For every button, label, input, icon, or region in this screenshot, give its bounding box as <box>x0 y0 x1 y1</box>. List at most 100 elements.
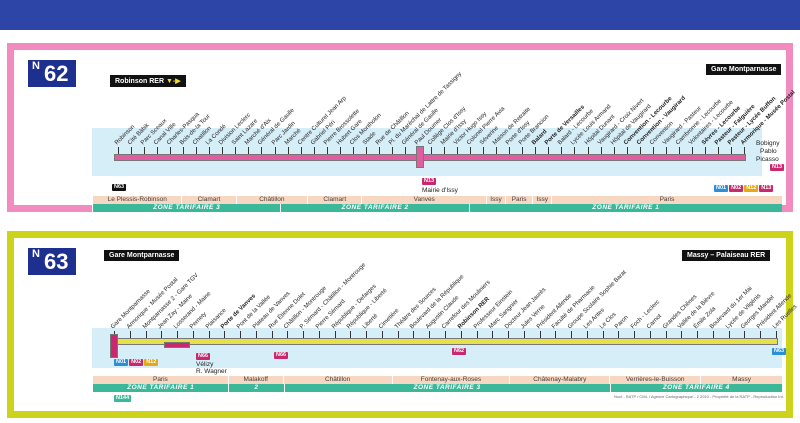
n62-terminus-left[interactable]: Robinson RER ▼-▶ <box>110 75 186 87</box>
commune-zone: Châtillon <box>282 376 392 384</box>
route-background <box>92 328 782 368</box>
station-tick <box>391 147 393 154</box>
tarif-zone: ZONE TARIFAIRE 1 <box>468 204 782 212</box>
badge-number: 62 <box>44 61 69 86</box>
tarif-zone: ZONE TARIFAIRE 4 <box>609 384 782 392</box>
station-tick <box>274 147 276 154</box>
station-tick <box>365 147 367 154</box>
station-tick <box>483 147 485 154</box>
station-tick <box>652 147 654 154</box>
station-tick <box>523 331 525 338</box>
connection-tag[interactable]: N144 <box>114 395 132 402</box>
station-tick <box>760 331 762 338</box>
station-tick <box>209 147 211 154</box>
n63-terminus-left[interactable]: Gare Montparnasse <box>104 250 180 261</box>
station-tick <box>561 147 563 154</box>
station-tick <box>350 331 352 338</box>
station-tick <box>404 147 406 154</box>
station-tick <box>744 147 745 154</box>
station-tick <box>460 331 462 338</box>
station-tick <box>587 147 589 154</box>
station-tick <box>397 331 399 338</box>
tarif-zone: 2 <box>228 384 284 392</box>
commune-zone: Verrières-le-Buisson <box>609 376 701 384</box>
n63-mid-tag[interactable]: N66 <box>274 352 289 359</box>
station-tick <box>539 331 541 338</box>
station-tick <box>271 331 273 338</box>
station-tick <box>326 147 328 154</box>
station-tick <box>222 147 224 154</box>
station-tick <box>776 331 777 338</box>
station-tick <box>129 331 131 338</box>
commune-zone: Paris <box>551 196 782 204</box>
station-tick <box>744 331 746 338</box>
station-tick <box>235 147 237 154</box>
connection-tag[interactable]: N01 <box>114 359 129 366</box>
station-tick <box>248 147 250 154</box>
n63-branch-tag[interactable]: N66 <box>196 353 211 360</box>
n63-robinson-tag[interactable]: N62 <box>452 348 467 355</box>
commune-zone: Issy <box>486 196 505 204</box>
station-tick <box>161 331 163 338</box>
n62-right-tag[interactable]: N13 <box>770 164 785 171</box>
commune-zone: Vanves <box>361 196 487 204</box>
connection-tag[interactable]: N12 <box>144 359 159 366</box>
n63-terminus-right[interactable]: Massy – Palaiseau RER <box>682 250 771 261</box>
station-tick <box>574 147 576 154</box>
n62-branch-tag[interactable]: N13 <box>422 178 437 185</box>
commune-zone: Paris <box>92 376 228 384</box>
station-tick <box>691 147 693 154</box>
tarif-zone: ZONE TARIFAIRE 1 <box>92 384 229 392</box>
connection-tag[interactable]: N12 <box>744 185 759 192</box>
station-tick <box>339 147 341 154</box>
commune-zone: Issy <box>532 196 552 204</box>
n62-connection-tag[interactable]: N63 <box>112 184 127 191</box>
n63-right-tag[interactable]: N63 <box>772 348 787 355</box>
station-tick <box>334 331 336 338</box>
station-tick <box>444 147 446 154</box>
station-tick <box>183 147 185 154</box>
station-tick <box>626 147 628 154</box>
n63-branch-label-1: Vélizy <box>196 361 214 368</box>
station-tick <box>717 147 719 154</box>
station-tick <box>192 331 194 338</box>
connection-tag[interactable]: N13 <box>759 185 774 192</box>
commune-zone: Massy <box>700 376 782 384</box>
station-tick <box>177 331 179 338</box>
n62-terminus-right[interactable]: Gare Montparnasse <box>706 64 782 75</box>
commune-zone: Le Plessis-Robinson <box>92 196 182 204</box>
n62-right-label-3: Picasso <box>756 156 779 163</box>
connection-tag[interactable]: N02 <box>729 185 744 192</box>
station-tick <box>287 147 289 154</box>
station-tick <box>144 147 146 154</box>
station-tick <box>586 331 588 338</box>
station-tick <box>535 147 537 154</box>
station-tick <box>665 331 667 338</box>
station-tick <box>261 147 263 154</box>
n62-right-label-1: Bobigny <box>756 140 780 147</box>
station-tick <box>613 147 615 154</box>
station-tick <box>571 331 573 338</box>
station-tick <box>728 331 730 338</box>
connection-tag[interactable]: N01 <box>714 185 729 192</box>
station-label[interactable]: Armorique - Musée Postal <box>740 89 797 147</box>
station-tick <box>145 331 147 338</box>
station-tick <box>509 147 511 154</box>
station-tick <box>378 147 380 154</box>
tarif-zone: ZONE TARIFAIRE 3 <box>283 384 610 392</box>
n63-branch-label-2: R. Wagner <box>196 368 227 375</box>
n62-right-label-2: Pablo <box>760 148 777 155</box>
station-tick <box>224 331 226 338</box>
station-tick <box>492 331 494 338</box>
connection-tag[interactable]: N02 <box>129 359 144 366</box>
station-tick <box>366 331 368 338</box>
station-tick <box>157 147 159 154</box>
badge-prefix: N <box>32 248 40 260</box>
tarif-zone: ZONE TARIFAIRE 3 <box>92 204 281 212</box>
commune-zone: Malakoff <box>227 376 283 384</box>
